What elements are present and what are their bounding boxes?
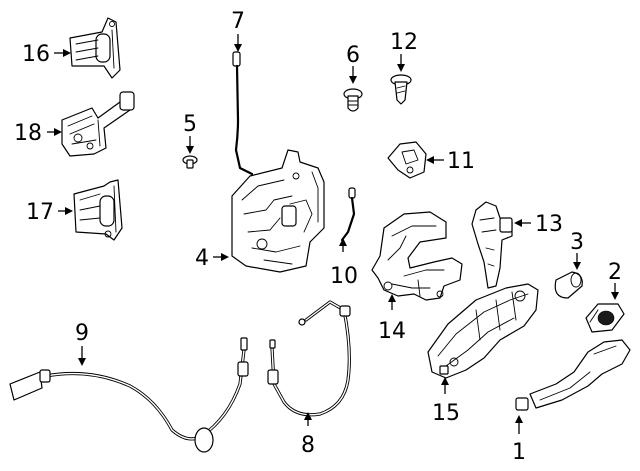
callout-1: 1 (512, 440, 526, 465)
part-16-hinge[interactable] (69, 17, 121, 79)
callout-8: 8 (301, 433, 315, 458)
callout-18: 18 (14, 121, 42, 146)
callout-6: 6 (346, 43, 360, 68)
part-17-hinge[interactable] (73, 179, 123, 241)
part-10-rod[interactable] (340, 187, 356, 242)
callout-13: 13 (535, 212, 563, 237)
part-11-striker[interactable] (387, 141, 427, 179)
callout-15: 15 (432, 401, 460, 426)
callout-14: 14 (378, 319, 406, 344)
callout-2: 2 (608, 260, 622, 285)
part-1-outer-handle[interactable] (515, 339, 631, 411)
callout-9: 9 (75, 321, 89, 346)
part-13-bracket[interactable] (471, 201, 513, 289)
part-5-screw[interactable] (182, 155, 198, 169)
part-18-door-check[interactable] (61, 91, 135, 157)
part-3-lock-cylinder[interactable] (554, 271, 583, 299)
part-14-handle-carrier[interactable] (371, 211, 463, 301)
part-8-cable[interactable] (267, 300, 351, 417)
part-2-lock-cap[interactable] (585, 303, 625, 333)
part-7-lock-rod[interactable] (232, 51, 254, 176)
part-12-screw[interactable] (390, 74, 412, 105)
callout-5: 5 (183, 112, 197, 137)
part-6-stud[interactable] (343, 88, 363, 112)
part-9-cable[interactable] (9, 337, 249, 453)
callout-12: 12 (390, 30, 418, 55)
callout-16: 16 (22, 42, 50, 67)
callout-11: 11 (447, 149, 475, 174)
part-15-handle-frame[interactable] (427, 283, 539, 379)
callout-7: 7 (231, 9, 245, 34)
callout-3: 3 (570, 230, 584, 255)
callout-10: 10 (330, 264, 358, 289)
part-4-door-latch[interactable] (231, 149, 325, 273)
callout-17: 17 (26, 200, 54, 225)
callout-4: 4 (195, 246, 209, 271)
